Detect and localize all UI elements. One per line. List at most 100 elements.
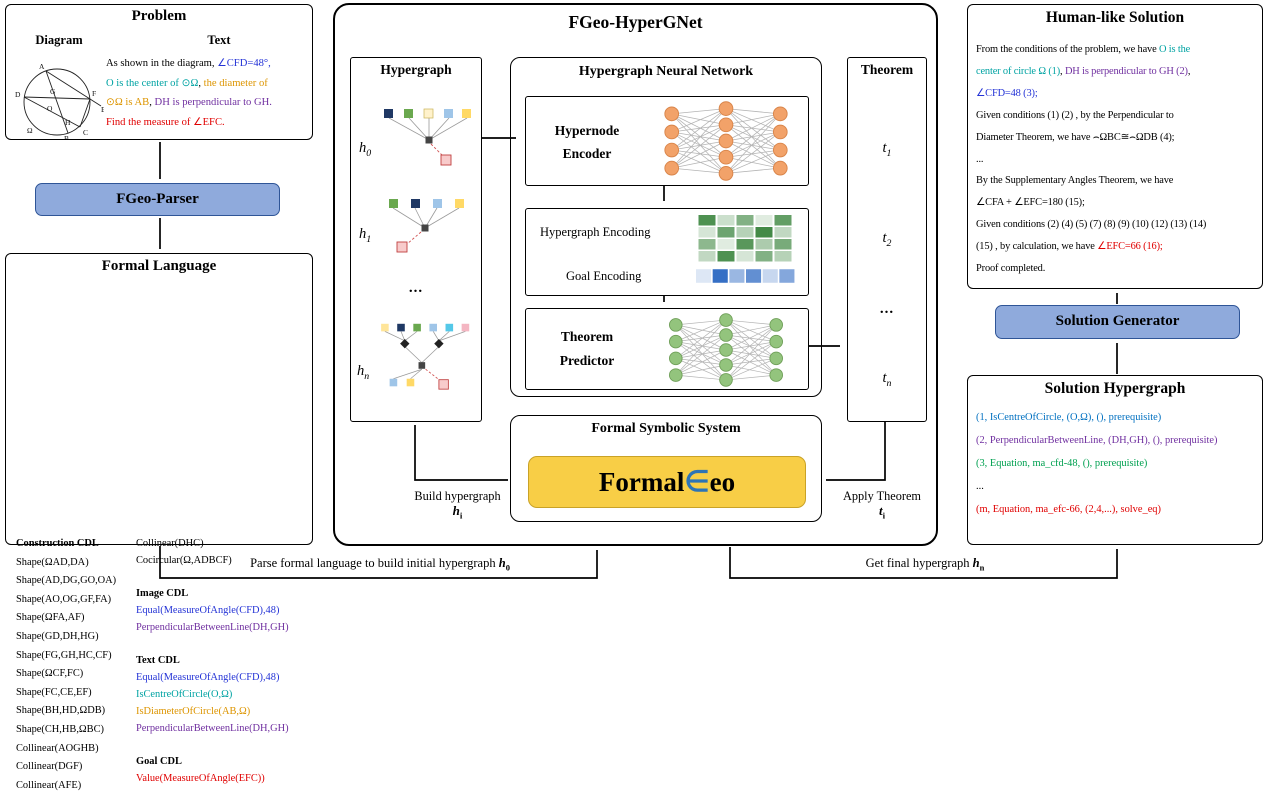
formal-language-title: Formal Language xyxy=(101,258,217,274)
text-segment: PerpendicularBetweenLine(DH,GH) xyxy=(136,622,289,633)
text-line: Collinear(DHC) xyxy=(136,535,312,552)
text-segment: (3, Equation, ma_cfd-48, (), prerequisit… xyxy=(976,458,1148,469)
build-hypergraph-symbol: hi xyxy=(405,503,510,523)
text-line: ... xyxy=(976,149,1260,171)
bottom-left-flow-label: Parse formal language to build initial h… xyxy=(170,556,590,573)
solution-hypergraph-lines: (1, IsCentreOfCircle, (O,Ω), (), prerequ… xyxy=(976,406,1261,521)
formalgeo-logo-pre: Formal xyxy=(598,467,685,497)
solution-generator-button: Solution Generator xyxy=(995,305,1240,339)
hypernode-encoder-line2: Encoder xyxy=(562,146,612,161)
theorem-dots: ... xyxy=(879,301,895,317)
text-line: PerpendicularBetweenLine(DH,GH) xyxy=(136,619,312,636)
diagram-point-label: H xyxy=(65,118,71,127)
h1-base: h xyxy=(359,226,367,242)
formal-symbolic-system-title: Formal Symbolic System xyxy=(591,421,741,436)
text-line: (2, PerpendicularBetweenLine, (DH,GH), (… xyxy=(976,429,1261,452)
hypergraph-h1-graphic xyxy=(389,199,464,253)
hypergraph-encoding-heatmap xyxy=(698,215,792,262)
text-line: Collinear(AFE) xyxy=(16,777,134,795)
text-segment: By the Supplementary Angles Theorem, we … xyxy=(976,175,1174,187)
construction-cdl-lines: Shape(ΩAD,DA)Shape(AD,DG,GO,OA)Shape(AO,… xyxy=(16,554,134,795)
text-segment: From the conditions of the problem, we h… xyxy=(976,44,1159,55)
text-segment: As shown in the diagram, xyxy=(106,58,218,69)
theorem-predictor-label: Theorem Predictor xyxy=(532,325,642,373)
goal-encoding-label: Goal Encoding xyxy=(566,269,642,283)
diagram-point-label: A xyxy=(39,62,45,71)
text-segment: Shape(AD,DG,GO,OA) xyxy=(16,575,117,587)
text-segment: ... xyxy=(976,481,984,492)
construction-cdl-header: Construction CDL xyxy=(16,538,99,549)
text-line: Equal(MeasureOfAngle(CFD),48) xyxy=(136,669,312,686)
text-segment: center of circle Ω (1) xyxy=(976,65,1061,77)
hnn-title: Hypergraph Neural Network xyxy=(578,64,754,79)
text-segment: ... xyxy=(976,153,984,165)
goal-cdl-header: Goal CDL xyxy=(136,756,182,767)
text-cdl-lines: Equal(MeasureOfAngle(CFD),48) IsCentreOfC… xyxy=(136,669,312,737)
apply-sub-base: t xyxy=(878,502,883,518)
solution-hypergraph-panel: Solution Hypergraph (1, IsCentreOfCircle… xyxy=(967,375,1263,545)
text-segment: (15) , by calculation, we have xyxy=(976,241,1098,253)
text-line: Value(MeasureOfAngle(EFC)) xyxy=(136,770,312,787)
text-segment: Shape(GD,DH,HG) xyxy=(16,630,99,642)
tn-base: t xyxy=(882,370,887,386)
hypergraph-h0-graphic xyxy=(384,108,471,166)
geometry-diagram-labels: A B C D E F G H O Ω xyxy=(15,62,104,139)
formalgeo-logo-post: eo xyxy=(709,467,736,497)
text-line: Proof completed. xyxy=(976,258,1260,280)
text-segment: O is the center of ⊙Ω xyxy=(106,77,199,89)
text-segment: IsDiameterOfCircle(AB,Ω) xyxy=(136,706,251,717)
t2-subscript: 2 xyxy=(886,237,892,249)
goal-cdl-lines: Value(MeasureOfAngle(EFC)) xyxy=(136,770,312,787)
text-line: ∠CFD=48 (3); xyxy=(976,83,1260,105)
solution-hypergraph-title: Solution Hypergraph xyxy=(1044,380,1186,397)
text-line: ... xyxy=(976,475,1261,498)
bottom-right-symbol: hn xyxy=(972,556,985,573)
tn-subscript: n xyxy=(886,377,892,389)
text-line: Find the measure of ∠EFC. xyxy=(106,113,312,133)
text-segment: Find the measure of ∠EFC. xyxy=(106,116,225,128)
bottom-right-sub-base: h xyxy=(972,556,980,570)
text-line: Shape(AO,OG,GF,FA) xyxy=(16,591,134,610)
diagram-point-label: C xyxy=(83,128,88,137)
theorem-tn-label: tn xyxy=(848,370,926,389)
text-segment: Equal(MeasureOfAngle(CFD),48) xyxy=(136,605,280,616)
text-segment: ∠CFD=48 (3); xyxy=(976,87,1038,99)
text-line: Shape(FG,GH,HC,CF) xyxy=(16,647,134,666)
text-segment: Given conditions (2) (4) (5) (7) (8) (9)… xyxy=(976,219,1207,231)
text-line: IsDiameterOfCircle(AB,Ω) xyxy=(136,703,312,720)
diagram-point-label: E xyxy=(101,105,104,114)
text-line: (1, IsCentreOfCircle, (O,Ω), (), prerequ… xyxy=(976,406,1261,429)
text-line: Shape(FC,CE,EF) xyxy=(16,684,134,703)
diagram-point-label: O xyxy=(47,104,53,113)
text-line: O is the center of ⊙Ω, the diameter of xyxy=(106,74,312,94)
text-segment: , xyxy=(198,77,204,89)
formal-language-panel: Formal Language Construction CDL Shape(Ω… xyxy=(5,253,313,791)
build-hypergraph-label: Build hypergraph hi xyxy=(405,489,510,523)
theorem-predictor-box: Theorem Predictor xyxy=(525,308,809,390)
text-line: As shown in the diagram, ∠CFD=48°, xyxy=(106,54,312,74)
text-line: center of circle Ω (1), DH is perpendicu… xyxy=(976,61,1260,83)
bottom-left-sub-index: 0 xyxy=(505,562,510,573)
text-line: Collinear(DGF) xyxy=(16,758,134,777)
theorem-t2-label: t2 xyxy=(848,230,926,249)
problem-diagram-label: Diagram xyxy=(35,33,83,47)
text-segment: (2, PerpendicularBetweenLine, (DH,GH), (… xyxy=(976,435,1218,446)
hnn-panel: Hypergraph Neural Network Hypernode Enco… xyxy=(510,57,822,397)
text-segment: Proof completed. xyxy=(976,263,1046,275)
encoding-box: Hypergraph Encoding Goal Encoding xyxy=(525,208,809,296)
diagram-point-label: D xyxy=(15,90,21,99)
hypergraph-h0-label: h0 xyxy=(359,140,371,159)
hypergraph-h1-label: h1 xyxy=(359,226,371,245)
text-line: ⊙Ω is AB, DH is perpendicular to GH. xyxy=(106,93,312,113)
problem-title: Problem xyxy=(131,8,187,24)
problem-text: As shown in the diagram, ∠CFD=48°,O is t… xyxy=(106,54,312,132)
text-segment: the diameter of xyxy=(203,77,268,89)
image-cdl-lines: Equal(MeasureOfAngle(CFD),48) Perpendicul… xyxy=(136,602,312,636)
bottom-left-symbol: h0 xyxy=(499,556,510,573)
bottom-right-text: Get final hypergraph xyxy=(865,556,973,570)
text-segment: , xyxy=(1187,65,1191,77)
theorem-panel-title: Theorem xyxy=(860,62,914,77)
hypernode-encoder-graphic xyxy=(664,101,788,181)
text-segment: IsCentreOfCircle(O,Ω) xyxy=(136,689,233,700)
text-segment: PerpendicularBetweenLine(DH,GH) xyxy=(136,723,289,734)
